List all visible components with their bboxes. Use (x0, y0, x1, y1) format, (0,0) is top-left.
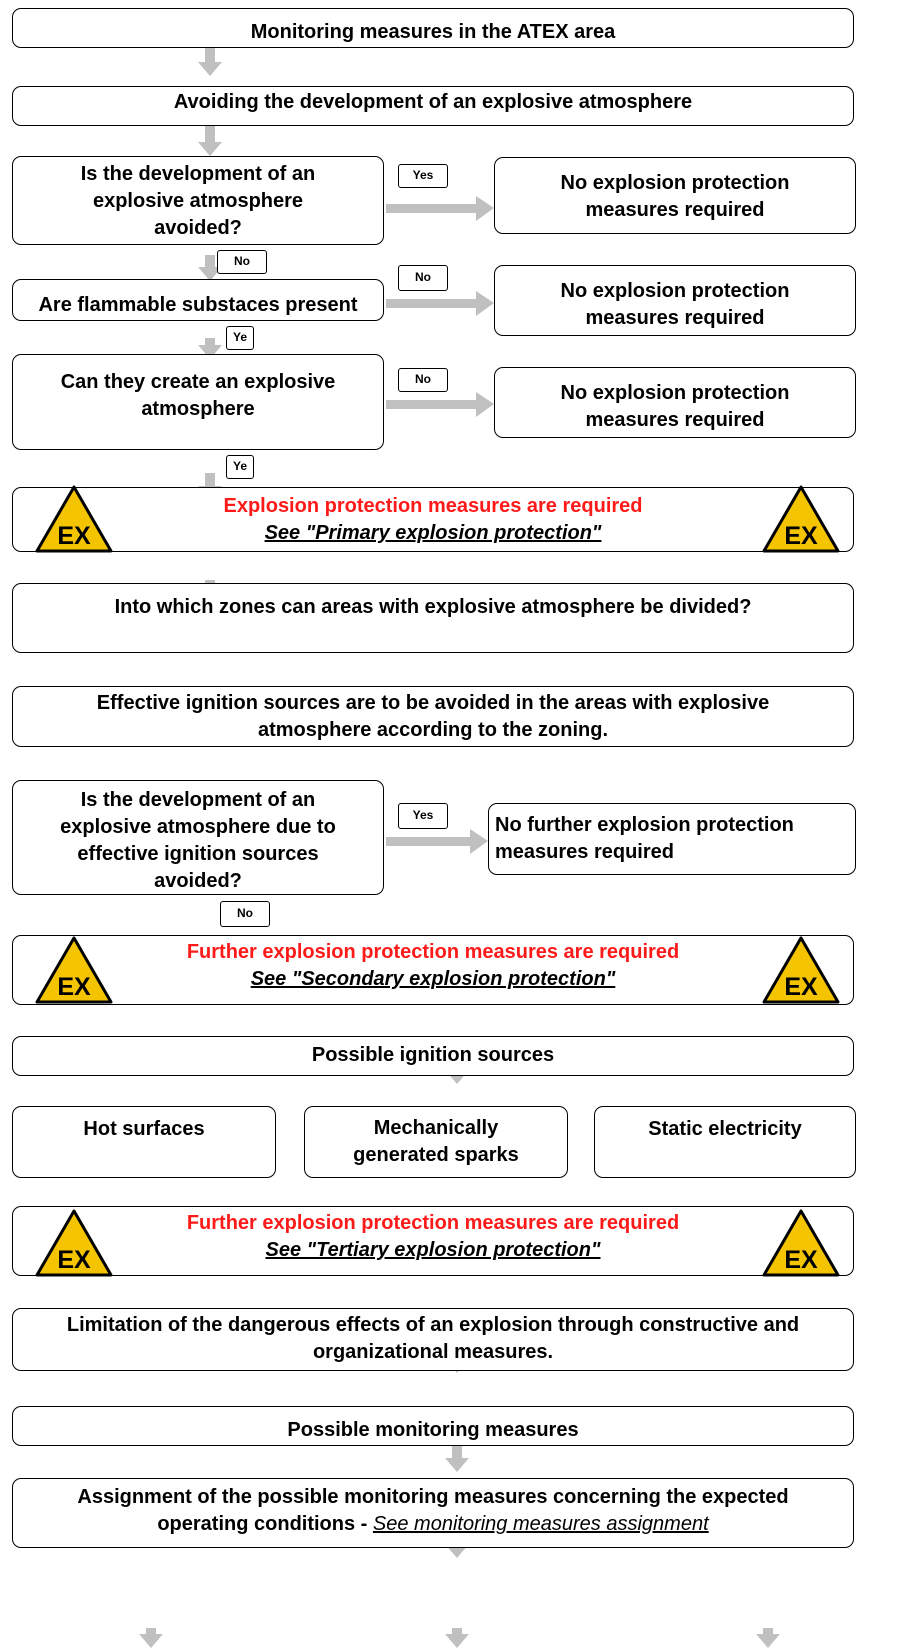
hot-surfaces-box: Hot surfaces (12, 1106, 276, 1178)
primary-protection-box: Explosion protection measures are requir… (12, 487, 854, 552)
decision-create-box: Can they create an explosive atmosphere (12, 354, 384, 450)
tertiary-protection-box: Further explosion protection measures ar… (12, 1206, 854, 1276)
no-further-box: No further explosion protection measures… (488, 803, 856, 875)
label-text: No (415, 372, 431, 386)
arrow-down (198, 126, 222, 156)
box-label: Monitoring measures in the ATEX area (250, 21, 616, 43)
no-measures-box: No explosion protection measures require… (494, 265, 856, 336)
arrow-right (386, 196, 494, 221)
yes-label: Ye (226, 326, 254, 350)
possible-monitoring-box: Possible monitoring measures (12, 1406, 854, 1446)
no-label: No (220, 901, 270, 927)
box-label: Effective ignition sources are to be avo… (96, 692, 770, 741)
zones-box: Into which zones can areas with explosiv… (12, 583, 854, 653)
ex-warning-icon: EX (762, 485, 840, 553)
box-label: Into which zones can areas with explosiv… (114, 596, 752, 618)
decision-avoided-box: Is the development of an explosive atmos… (12, 156, 384, 245)
arrow-down (198, 46, 222, 76)
ex-sign-text: EX (57, 522, 91, 550)
ex-warning-icon: EX (35, 1209, 113, 1277)
arrow-down (445, 1628, 469, 1648)
arrow-right (386, 291, 494, 316)
no-label: No (398, 265, 448, 291)
mech-sparks-box: Mechanically generated sparks (304, 1106, 568, 1178)
warning-title: Further explosion protection measures ar… (186, 941, 680, 963)
box-label: Possible monitoring measures (287, 1419, 579, 1441)
static-electricity-box: Static electricity (594, 1106, 856, 1178)
decision-flammable-box: Are flammable substaces present (12, 279, 384, 321)
box-label: Possible ignition sources (311, 1044, 555, 1066)
avoid-development-box: Avoiding the development of an explosive… (12, 86, 854, 126)
monitoring-atex-box: Monitoring measures in the ATEX area (12, 8, 854, 48)
label-text: No (415, 270, 431, 284)
ex-sign-text: EX (57, 973, 91, 1001)
primary-protection-link[interactable]: See "Primary explosion protection" (264, 522, 602, 544)
arrow-down (198, 255, 222, 281)
box-label: Are flammable substaces present (38, 294, 358, 316)
label-text: No (234, 254, 250, 268)
box-label: Hot surfaces (83, 1118, 205, 1140)
ignition-avoid-box: Effective ignition sources are to be avo… (12, 686, 854, 747)
box-label: No explosion protection measures require… (560, 280, 790, 329)
arrow-down (198, 338, 222, 359)
tertiary-protection-link[interactable]: See "Tertiary explosion protection" (265, 1239, 601, 1261)
arrow-right (386, 392, 494, 417)
secondary-protection-box: Further explosion protection measures ar… (12, 935, 854, 1005)
yes-label: Yes (398, 803, 448, 829)
ex-warning-icon: EX (762, 936, 840, 1004)
possible-ignition-box: Possible ignition sources (12, 1036, 854, 1076)
assignment-link[interactable]: See monitoring measures assignment (372, 1513, 709, 1535)
no-label: No (217, 250, 267, 274)
box-label: No explosion protection measures require… (560, 172, 790, 221)
box-label: No further explosion protection measures… (495, 814, 794, 863)
box-label: Avoiding the development of an explosive… (173, 91, 693, 113)
assignment-text: Assignment of the possible monitoring me… (77, 1486, 789, 1535)
box-label: Is the development of an explosive atmos… (60, 789, 336, 892)
no-measures-box: No explosion protection measures require… (494, 157, 856, 234)
yes-label: Yes (398, 164, 448, 188)
yes-label: Ye (226, 455, 254, 479)
warning-title: Further explosion protection measures ar… (186, 1212, 680, 1234)
box-label: Static electricity (648, 1118, 802, 1140)
label-text: Yes (412, 808, 434, 822)
secondary-protection-link[interactable]: See "Secondary explosion protection" (250, 968, 616, 990)
box-label: No explosion protection measures require… (560, 382, 790, 431)
ex-warning-icon: EX (762, 1209, 840, 1277)
arrow-right (386, 829, 488, 854)
box-label: Mechanically generated sparks (353, 1117, 519, 1166)
box-label: Is the development of an explosive atmos… (80, 163, 316, 239)
decision-ignition-box: Is the development of an explosive atmos… (12, 780, 384, 895)
no-measures-box: No explosion protection measures require… (494, 367, 856, 438)
label-text: No (237, 906, 253, 920)
ex-sign-text: EX (784, 973, 818, 1001)
label-text: Ye (232, 459, 247, 473)
warning-title: Explosion protection measures are requir… (223, 495, 643, 517)
label-text: Ye (232, 330, 247, 344)
ex-sign-text: EX (57, 1246, 91, 1274)
ex-sign-text: EX (784, 522, 818, 550)
ex-warning-icon: EX (35, 485, 113, 553)
label-text: Yes (412, 168, 434, 182)
ex-warning-icon: EX (35, 936, 113, 1004)
box-label: Assignment of the possible monitoring me… (13, 1479, 853, 1538)
arrow-down (139, 1628, 163, 1648)
limitation-box: Limitation of the dangerous effects of a… (12, 1308, 854, 1371)
no-label: No (398, 368, 448, 392)
arrow-down (756, 1628, 780, 1648)
assignment-box: Assignment of the possible monitoring me… (12, 1478, 854, 1548)
box-label: Can they create an explosive atmosphere (60, 371, 336, 420)
arrow-down (445, 1442, 469, 1472)
box-label: Limitation of the dangerous effects of a… (66, 1314, 800, 1363)
ex-sign-text: EX (784, 1246, 818, 1274)
